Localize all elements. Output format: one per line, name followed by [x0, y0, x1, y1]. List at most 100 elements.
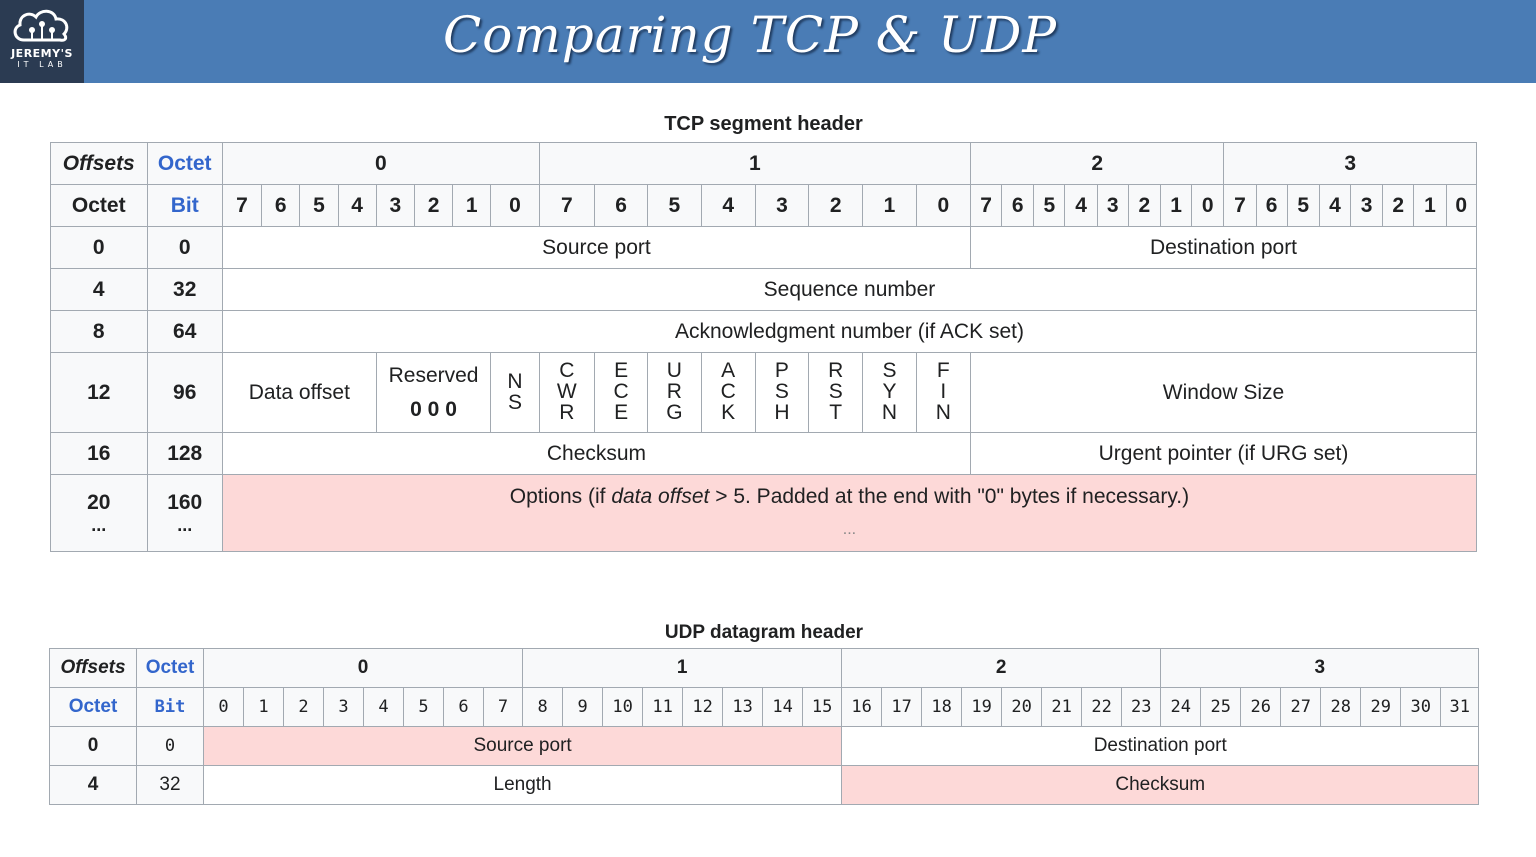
- bit-cell: 14: [762, 687, 804, 727]
- flag-letter: C: [613, 380, 629, 403]
- udp-length-field: Length: [202, 765, 843, 805]
- row-octet: 12: [50, 352, 148, 433]
- bit-cell: 1: [1159, 184, 1193, 227]
- flag-letter: R: [828, 359, 844, 382]
- udp-octet-header-row: Offsets Octet 0 1 2 3: [49, 648, 1480, 688]
- tcp-row-4: 4 32 Sequence number: [50, 268, 1478, 311]
- bit-cell: 7: [538, 184, 595, 227]
- bit-cell: 15: [802, 687, 843, 727]
- flag-letter: R: [559, 401, 575, 424]
- flag-letter: Y: [882, 380, 897, 403]
- bit-cell: 1: [452, 184, 492, 227]
- octet-0-header: 0: [202, 648, 524, 688]
- bit-cell: 2: [808, 184, 864, 227]
- bit-cell: 3: [323, 687, 364, 727]
- logo-text: JEREMY'S: [11, 47, 73, 60]
- bit-cell: 5: [1033, 184, 1066, 227]
- bit-cell: 29: [1360, 687, 1402, 727]
- cloud-circuit-icon: [13, 9, 69, 42]
- bit-cell: 5: [1286, 184, 1320, 227]
- flag-letter: C: [559, 359, 575, 382]
- octet-1-header: 1: [522, 648, 843, 688]
- row-octet: 4: [49, 765, 137, 805]
- row-bit: 128: [146, 432, 223, 475]
- row-bit-value: 160: [167, 490, 203, 514]
- bit-cell: 16: [841, 687, 883, 727]
- bit-cell: 6: [1001, 184, 1035, 227]
- tcp-bit-header-row: Octet Bit 7 6 5 4 3 2 1 0 7 6 5 4 3 2 1 …: [50, 184, 1478, 227]
- flag-letter: K: [721, 401, 736, 424]
- slide-title: Comparing TCP & UDP: [443, 6, 1057, 64]
- flag-letter: N: [507, 369, 523, 393]
- bit-cell: 8: [522, 687, 564, 727]
- bit-cell: 24: [1160, 687, 1202, 727]
- bit-cell: 31: [1440, 687, 1480, 727]
- bit-cell: 0: [1445, 184, 1478, 227]
- tcp-data-offset-field: Data offset: [221, 352, 377, 433]
- row-bit: 32: [146, 268, 223, 311]
- tcp-ack-number-field: Acknowledgment number (if ACK set): [221, 310, 1478, 353]
- flag-letter: N: [881, 401, 898, 424]
- bit-cell: 0: [1191, 184, 1225, 227]
- bit-cell: 5: [647, 184, 702, 227]
- bit-cell: 3: [1096, 184, 1129, 227]
- flag-letter: F: [936, 359, 950, 382]
- flag-letter: T: [829, 401, 843, 424]
- bit-cell: 20: [1001, 687, 1043, 727]
- octet-link[interactable]: Octet: [49, 687, 137, 727]
- row-bit: 0: [146, 226, 223, 269]
- tcp-caption: TCP segment header: [664, 113, 863, 135]
- row-bit: 96: [146, 352, 223, 433]
- bit-cell: 4: [700, 184, 756, 227]
- tcp-source-port-field: Source port: [221, 226, 971, 269]
- bit-cell: 6: [443, 687, 484, 727]
- bit-cell: 23: [1121, 687, 1162, 727]
- options-prefix: Options (if: [509, 485, 612, 508]
- bit-cell: 12: [682, 687, 724, 727]
- flag-letter: N: [935, 401, 951, 424]
- tcp-row-20: 20 ... 160 ... Options (if data offset >…: [50, 474, 1478, 552]
- bit-cell: 5: [299, 184, 339, 227]
- udp-bit-header-row: Octet Bit 0 1 2 3 4 5 6 7 8 9 10 11 12 1…: [49, 687, 1480, 727]
- bit-cell: 18: [921, 687, 963, 727]
- udp-row-0: 0 0 Source port Destination port: [49, 726, 1480, 766]
- octet-label: Octet: [50, 184, 148, 227]
- row-bit: 160 ...: [146, 474, 223, 552]
- offsets-label: Offsets: [49, 648, 137, 688]
- tcp-window-size-field: Window Size: [969, 352, 1478, 433]
- bit-cell: 2: [1382, 184, 1415, 227]
- flag-letter: S: [774, 380, 789, 403]
- bit-link[interactable]: Bit: [146, 184, 223, 227]
- octet-2-header: 2: [841, 648, 1162, 688]
- bit-cell: 10: [602, 687, 644, 727]
- row-octet: 0: [50, 226, 148, 269]
- octet-link[interactable]: Octet: [146, 142, 223, 185]
- bit-cell: 21: [1041, 687, 1083, 727]
- udp-destination-port-field: Destination port: [841, 726, 1480, 766]
- tcp-row-16: 16 128 Checksum Urgent pointer (if URG s…: [50, 432, 1478, 475]
- octet-2-header: 2: [969, 142, 1225, 185]
- bit-link[interactable]: Bit: [136, 687, 204, 727]
- bit-cell: 17: [881, 687, 923, 727]
- octet-link[interactable]: Octet: [136, 648, 204, 688]
- row-octet: 4: [50, 268, 148, 311]
- bit-cell: 1: [243, 687, 284, 727]
- bit-cell: 6: [593, 184, 649, 227]
- row-octet: 8: [50, 310, 148, 353]
- bit-cell: 4: [337, 184, 377, 227]
- row-bit: 64: [146, 310, 223, 353]
- title-bar: JEREMY'S IT LAB Comparing TCP & UDP: [0, 0, 1536, 83]
- tcp-checksum-field: Checksum: [221, 432, 971, 475]
- bit-cell: 0: [203, 687, 244, 727]
- tcp-octet-header-row: Offsets Octet 0 1 2 3: [50, 142, 1477, 185]
- udp-header-table: Offsets Octet 0 1 2 3 Octet Bit 0 1 2 3 …: [49, 648, 1480, 805]
- bit-cell: 25: [1200, 687, 1242, 727]
- octet-1-header: 1: [538, 142, 971, 185]
